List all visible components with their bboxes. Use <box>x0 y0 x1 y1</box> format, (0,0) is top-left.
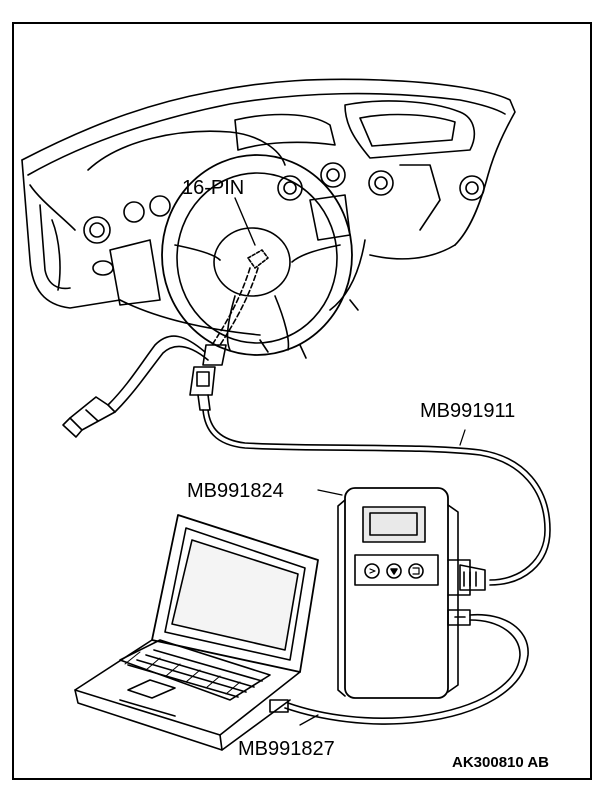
steering-wheel <box>161 154 353 356</box>
figure-frame <box>12 22 592 780</box>
cable-mb991827 <box>269 613 529 726</box>
connector-16-pin <box>234 197 269 269</box>
dashboard-illustration <box>21 78 516 359</box>
figure-code: AK300810 AB <box>452 754 549 771</box>
laptop-pc <box>74 514 319 751</box>
label-mb991824: MB991824 <box>187 480 284 502</box>
label-16-pin: 16-PIN <box>182 177 245 199</box>
vci-unit-mb991824 <box>317 487 486 699</box>
cable-mb991911 <box>62 267 551 586</box>
label-mb991911: MB991911 <box>420 400 516 422</box>
label-mb991827: MB991827 <box>238 738 335 760</box>
